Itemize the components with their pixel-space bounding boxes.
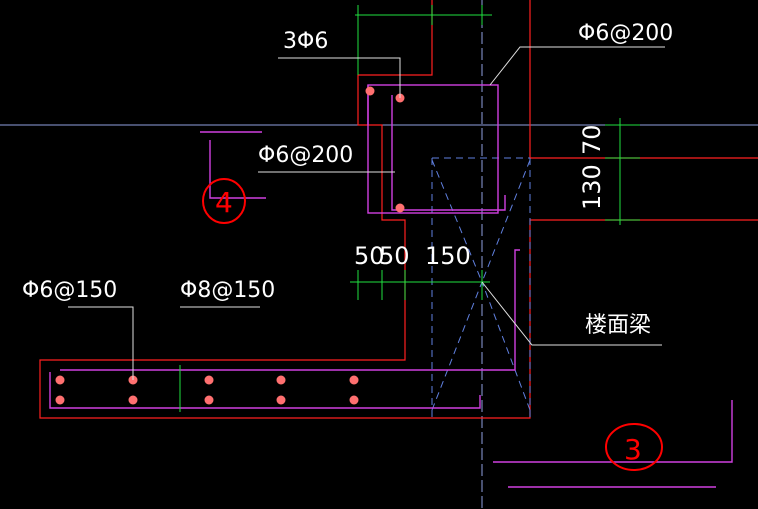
leader-top-bar (278, 57, 401, 98)
dimension-lines (179, 5, 640, 412)
annotations: 4 3 (202, 178, 663, 471)
label-mid-stirrup: Φ6@200 (258, 143, 353, 168)
dashed-diag-2 (481, 159, 531, 283)
label-dim-130: 130 (578, 164, 606, 210)
dashed-members (431, 157, 531, 418)
rebar-dot (204, 395, 214, 405)
label-dim-50a: 50 (354, 242, 385, 270)
leader-lines (68, 46, 665, 380)
detail-3-bar (493, 400, 733, 463)
mark-4-text: 4 (215, 186, 233, 219)
label-top-bar: 3Φ6 (283, 29, 328, 54)
labels: 3Φ6 Φ6@200 Φ6@200 Φ6@150 Φ8@150 50 50 15… (22, 21, 673, 338)
mark-3-circle (605, 423, 663, 471)
rebar-dot (395, 203, 405, 213)
label-dim-70: 70 (578, 124, 606, 155)
rebar-dot (128, 395, 138, 405)
leader-top-stirrup (489, 46, 665, 86)
rebar-dot (349, 395, 359, 405)
rebar-dots (55, 86, 405, 405)
label-slab-bottom: Φ6@150 (22, 278, 117, 303)
rebar-dot (55, 395, 65, 405)
rebar-dot (55, 375, 65, 385)
slab-bottom-bar (49, 372, 481, 409)
rebar-dot (349, 375, 359, 385)
label-dim-50b: 50 (379, 242, 410, 270)
rebar-dot (276, 375, 286, 385)
label-dim-150: 150 (425, 242, 471, 270)
mark-4-circle (202, 178, 246, 224)
rebar-dot (204, 375, 214, 385)
rebar-dot (365, 86, 375, 96)
rebar (49, 84, 733, 488)
rebar-dot (276, 395, 286, 405)
mark-3-text: 3 (624, 433, 642, 466)
stirrup-inner (391, 95, 506, 211)
beam-stirrup-top (367, 84, 499, 214)
leader-slab-bottom (68, 306, 134, 380)
label-floor-beam: 楼面梁 (585, 313, 651, 338)
label-slab-top: Φ8@150 (180, 278, 275, 303)
label-top-stirrup: Φ6@200 (578, 21, 673, 46)
dashed-diag-4 (481, 281, 531, 411)
leader-floor-beam (481, 281, 662, 346)
slab-top-bar (60, 249, 520, 371)
dashed-diag-3 (431, 281, 483, 411)
dashed-diag-1 (431, 159, 483, 283)
detail-4-bar (209, 140, 266, 199)
